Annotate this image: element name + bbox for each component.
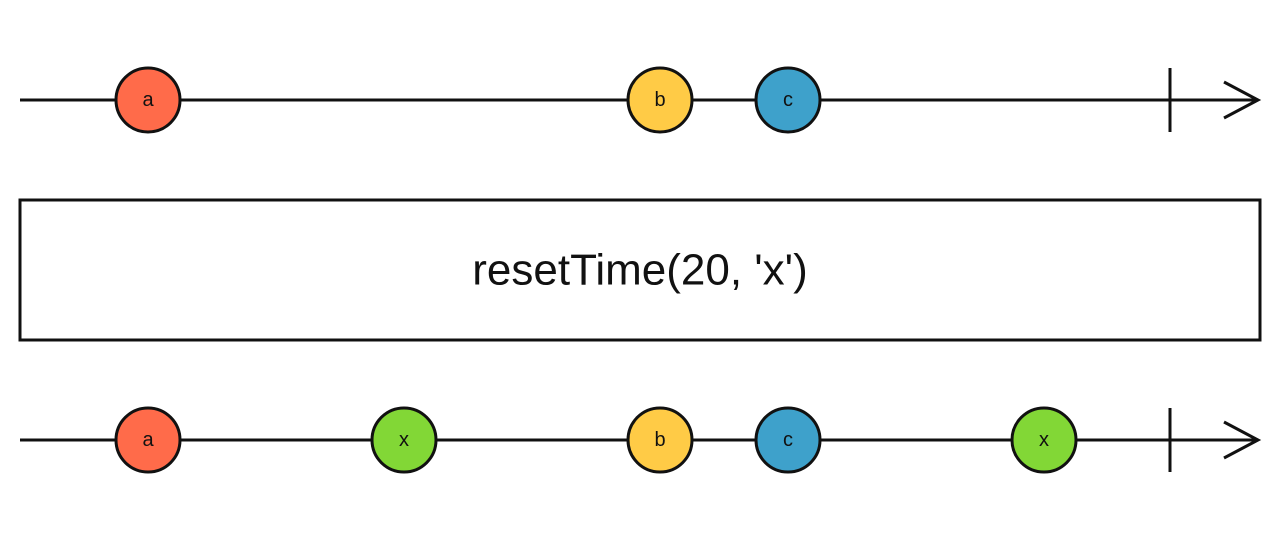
operator-label: resetTime(20, 'x')	[472, 246, 807, 295]
input-marble-circle	[754, 66, 822, 134]
operator-box	[18, 198, 1262, 342]
output-marble-circle	[626, 406, 694, 474]
output-marble-label: x	[399, 429, 409, 451]
output-marble-b: b	[626, 406, 694, 474]
output-marble-circle	[114, 406, 182, 474]
input-marble-a: a	[114, 66, 182, 134]
input-marble-b: b	[626, 66, 694, 134]
input-arrowhead-icon	[1223, 80, 1262, 120]
input-marble-circle	[114, 66, 182, 134]
input-timeline: a b c	[20, 66, 1262, 134]
input-marble-c: c	[754, 66, 822, 134]
output-marble-c: c	[754, 406, 822, 474]
output-marble-circle	[754, 406, 822, 474]
input-marble-label: c	[783, 89, 793, 111]
output-marble-x: x	[370, 406, 438, 474]
output-marble-label: b	[654, 429, 665, 451]
output-marble-label: c	[783, 429, 793, 451]
input-marble-circle	[626, 66, 694, 134]
output-marble-a: a	[114, 406, 182, 474]
output-arrowhead-icon	[1223, 420, 1262, 460]
input-marbles: a b c	[114, 66, 822, 134]
output-marble-x: x	[1010, 406, 1078, 474]
output-marble-label: a	[142, 429, 154, 451]
operator: resetTime(20, 'x')	[18, 198, 1262, 342]
output-marble-label: x	[1039, 429, 1049, 451]
input-marble-label: b	[654, 89, 665, 111]
output-marble-circle	[370, 406, 438, 474]
output-marble-circle	[1010, 406, 1078, 474]
input-marble-label: a	[142, 89, 154, 111]
